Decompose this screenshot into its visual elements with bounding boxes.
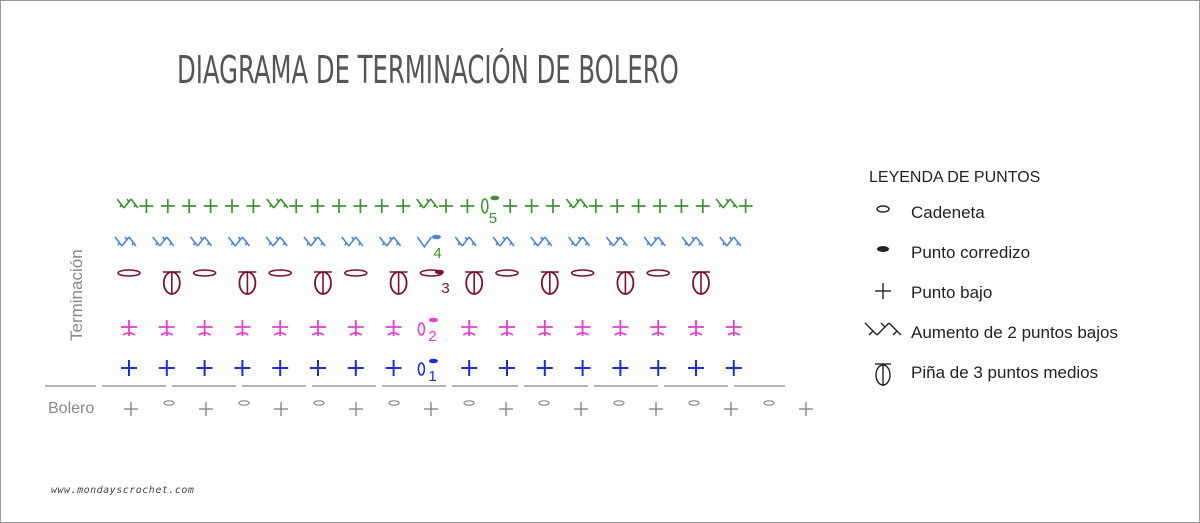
row-2: 2 — [121, 317, 742, 345]
row-3: 3 — [117, 269, 710, 297]
legend-label-single: Punto bajo — [911, 283, 993, 302]
increase-stitch — [378, 236, 402, 247]
chain-stitch — [495, 269, 519, 277]
row-number-5: 5 — [489, 210, 497, 227]
chain-stitch — [480, 198, 489, 214]
increase-stitch — [341, 236, 364, 247]
increase-stitch — [567, 236, 591, 247]
chain-stitch — [646, 269, 671, 277]
legend-item-chain: Cadeneta — [863, 193, 1183, 233]
row-5: 5 — [116, 195, 753, 227]
chain-stitch — [343, 269, 368, 277]
increase-stitch — [565, 198, 589, 209]
row-number-2: 2 — [428, 328, 436, 345]
chain-stitch — [613, 400, 625, 406]
y-axis-label: Terminación — [67, 249, 86, 341]
chain-stitch — [538, 400, 550, 406]
increase-stitch — [492, 236, 515, 247]
chain-stitch-icon — [876, 205, 890, 213]
chain-stitch — [268, 269, 293, 277]
row-4: 4 — [114, 234, 742, 262]
chain-stitch — [388, 400, 400, 406]
legend-item-puff: Piña de 3 puntos medios — [863, 353, 1183, 393]
increase-stitch — [266, 198, 289, 209]
chain-stitch — [117, 269, 141, 277]
increase-stitch — [530, 236, 553, 247]
chain-stitch — [192, 269, 217, 277]
chain-stitch — [417, 322, 426, 336]
increase-stitch — [416, 236, 433, 249]
slip-stitch — [490, 195, 500, 201]
slip-stitch — [431, 234, 441, 240]
legend-label-chain: Cadeneta — [911, 203, 985, 222]
slip-stitch — [428, 358, 438, 364]
increase-stitch — [715, 198, 738, 209]
increase-stitch — [152, 236, 175, 247]
increase-stitch — [681, 236, 704, 247]
increase-stitch — [189, 236, 213, 247]
row-1: 1 — [121, 358, 742, 385]
increase-icon — [864, 322, 902, 336]
increase-stitch — [454, 236, 477, 247]
increase-stitch — [116, 198, 139, 209]
chain-stitch — [163, 400, 175, 406]
row-number-4: 4 — [433, 245, 441, 262]
chain-stitch — [313, 400, 325, 406]
single-crochet-icon — [875, 283, 891, 299]
chain-stitch — [763, 400, 775, 406]
chain-stitch — [463, 400, 475, 406]
legend-item-slip: Punto corredizo — [863, 233, 1183, 273]
legend-title: LEYENDA DE PUNTOS — [869, 169, 1041, 186]
legend-label-slip: Punto corredizo — [911, 243, 1031, 262]
base-row — [45, 384, 813, 416]
legend-item-single: Punto bajo — [863, 273, 1183, 313]
increase-stitch — [227, 236, 251, 247]
increase-stitch — [605, 236, 629, 247]
increase-stitch — [719, 236, 742, 247]
row-number-3: 3 — [441, 280, 449, 297]
chain-stitch — [570, 269, 595, 277]
legend: LEYENDA DE PUNTOS Cadeneta Punto corredi… — [863, 169, 1183, 393]
increase-stitch — [303, 236, 326, 247]
puff-stitch-icon — [875, 363, 891, 386]
increase-stitch — [643, 236, 666, 247]
base-label: Bolero — [48, 400, 95, 417]
chain-stitch — [238, 400, 250, 406]
slip-stitch — [428, 317, 438, 323]
slip-stitch-icon — [877, 246, 889, 252]
increase-stitch — [415, 198, 439, 209]
chain-stitch — [688, 400, 700, 406]
chain-stitch — [417, 362, 426, 376]
legend-item-increase: Aumento de 2 puntos bajos — [863, 313, 1183, 353]
row-number-1: 1 — [428, 368, 436, 385]
watermark: www.mondayscrochet.com — [51, 485, 195, 496]
legend-label-increase: Aumento de 2 puntos bajos — [911, 323, 1118, 342]
legend-label-puff: Piña de 3 puntos medios — [911, 363, 1099, 382]
increase-stitch — [265, 236, 288, 247]
slip-stitch — [434, 269, 444, 275]
increase-stitch — [114, 236, 137, 247]
